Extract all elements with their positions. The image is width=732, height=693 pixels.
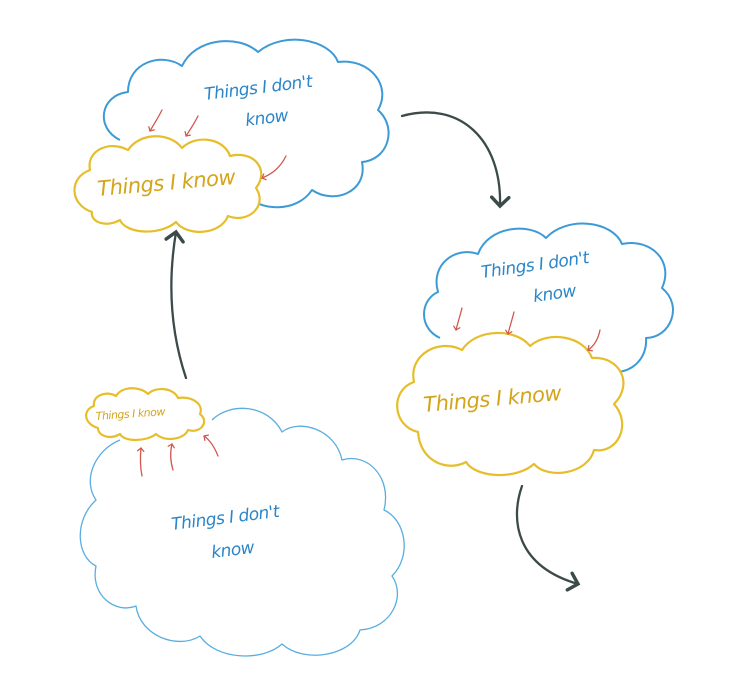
- flow-arrow-top-to-middle: [400, 111, 511, 209]
- unknown-label-bottom-line2: know: [210, 538, 256, 563]
- stage-bottom: Things I know Things I don't know: [79, 387, 405, 657]
- growth-arrow-bottom-3: [203, 434, 219, 457]
- absorb-arrow-top-1: [148, 109, 163, 132]
- unknown-cloud-bottom: [79, 407, 405, 657]
- stage-middle: Things I don't know Things I know: [396, 222, 674, 477]
- unknown-label-bottom-line1: Things I don't: [170, 502, 282, 535]
- absorb-arrow-middle-1: [453, 307, 463, 331]
- unknown-cloud-top: [102, 38, 390, 209]
- unknown-label-top-line2: know: [244, 106, 290, 131]
- known-label-bottom: Things I know: [95, 405, 165, 423]
- known-cloud-top: [73, 135, 263, 233]
- known-cloud-bottom: [85, 387, 206, 442]
- flow-arrow-middle-onward: [515, 484, 581, 592]
- unknown-label-top-line1: Things I don't: [203, 72, 315, 105]
- absorb-arrow-top-3: [261, 155, 287, 181]
- stage-top: Things I don't know Things I know: [73, 38, 390, 233]
- flow-arrow-bottom-to-top: [164, 229, 188, 380]
- growth-arrow-bottom-2: [167, 443, 175, 471]
- absorb-arrow-top-2: [184, 115, 199, 137]
- absorb-arrow-middle-2: [505, 311, 515, 335]
- growth-arrow-bottom-1: [136, 447, 145, 477]
- unknown-label-middle-line2: know: [532, 281, 578, 307]
- absorb-arrow-middle-3: [587, 329, 601, 352]
- unknown-label-middle-line1: Things I don't: [480, 248, 592, 283]
- unknown-cloud-middle: [423, 222, 674, 380]
- known-cloud-middle: [396, 331, 625, 477]
